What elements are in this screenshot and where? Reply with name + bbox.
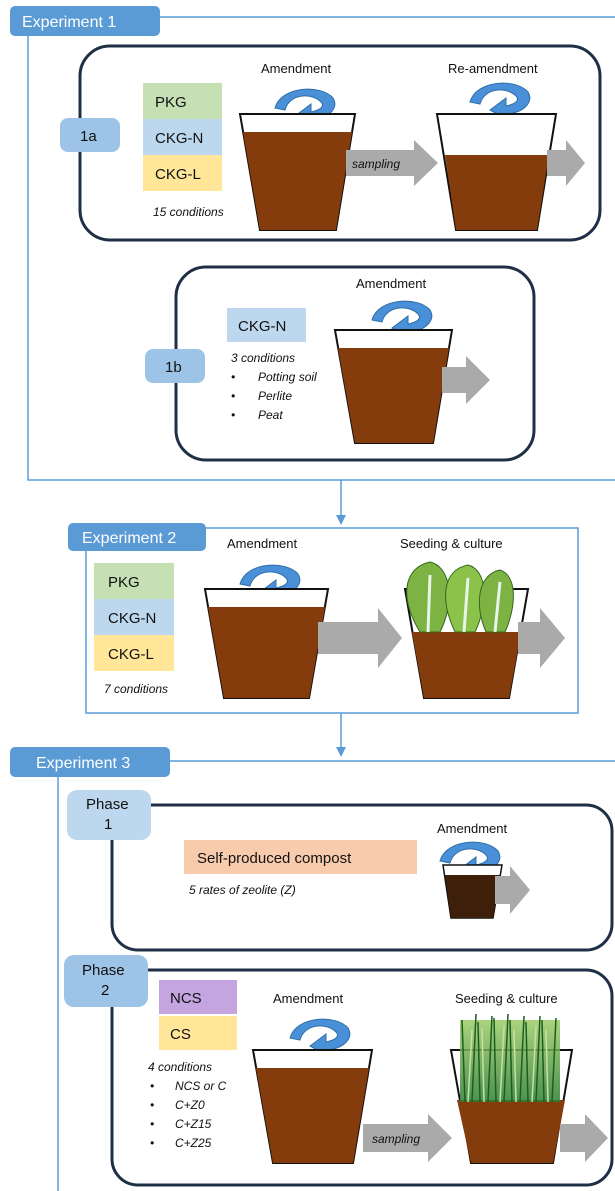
bullet-text-p2-2: C+Z0 <box>175 1098 205 1112</box>
treatment-ckgn-1a-label: CKG-N <box>155 130 203 147</box>
bullet-text-p2-3: C+Z15 <box>175 1117 212 1131</box>
sampling-label-1a: sampling <box>352 157 400 171</box>
tag-1b <box>145 349 205 383</box>
bullet-p2-4: • <box>150 1136 154 1150</box>
reamendment-label-1a: Re-amendment <box>448 61 538 76</box>
treatment-ckgl-2-label: CKG-L <box>108 646 154 663</box>
bullet-text-p2-4: C+Z25 <box>175 1136 212 1150</box>
bullet-1b-2: • <box>231 389 235 403</box>
bullet-text-1b-3: Peat <box>258 408 283 422</box>
experiment-1-title: Experiment 1 <box>22 14 116 31</box>
soil-fill-1a-second <box>445 155 549 230</box>
sampling-arrow-phase2 <box>363 1114 452 1162</box>
output-arrow-phase2 <box>560 1114 608 1162</box>
treatment-ckgl-2 <box>94 635 174 671</box>
treatment-ncs-label: NCS <box>170 990 202 1007</box>
conditions-1b: 3 conditions <box>231 351 295 365</box>
bullet-p2-2: • <box>150 1098 154 1112</box>
bullet-1b-3: • <box>231 408 235 422</box>
sampling-arrow-1a <box>346 140 438 186</box>
experiment-3-title: Experiment 3 <box>36 755 130 772</box>
bullet-text-p2-1: NCS or C <box>175 1079 227 1093</box>
bullet-p2-1: • <box>150 1079 154 1093</box>
treatment-pkg-2 <box>94 563 174 599</box>
seeding-label-2: Seeding & culture <box>400 536 503 551</box>
conditions-2: 7 conditions <box>104 682 168 696</box>
treatment-ckgn-2 <box>94 599 174 635</box>
conditions-1a: 15 conditions <box>153 205 224 219</box>
phase-2-label-line1: Phase <box>82 962 125 979</box>
treatment-ckgn-1b-label: CKG-N <box>238 318 286 335</box>
treatment-ckgl-1a <box>143 155 222 191</box>
bullet-p2-3: • <box>150 1117 154 1131</box>
phase-2-label-line2: 2 <box>101 982 109 999</box>
experiment-3-header <box>10 747 170 777</box>
seeding-label-phase2: Seeding & culture <box>455 991 558 1006</box>
amendment-label-1b: Amendment <box>356 276 426 291</box>
output-arrow-1b <box>442 356 490 404</box>
grass-plants <box>460 1013 560 1103</box>
sampling-label-phase2: sampling <box>372 1132 420 1146</box>
output-arrow-2 <box>518 608 565 668</box>
experiment-1-header <box>10 6 160 36</box>
zeolite-rates: 5 rates of zeolite (Z) <box>189 883 296 897</box>
soil-fill-1b <box>338 348 449 443</box>
output-arrow-1a <box>547 140 585 186</box>
experiment-2-title: Experiment 2 <box>82 530 176 547</box>
conditions-phase2: 4 conditions <box>148 1060 212 1074</box>
amendment-label-phase2: Amendment <box>273 991 343 1006</box>
culture-arrow-2 <box>318 608 402 668</box>
amendment-label-2: Amendment <box>227 536 297 551</box>
panel-phase-1 <box>110 803 614 952</box>
bullet-1b-1: • <box>231 370 235 384</box>
treatment-pkg-1a <box>143 83 222 119</box>
treatment-ckgn-1b <box>227 308 306 342</box>
tag-phase-1 <box>67 790 151 840</box>
treatment-ncs <box>159 980 237 1014</box>
treatment-pkg-1a-label: PKG <box>155 94 187 111</box>
treatment-cs-label: CS <box>170 1026 191 1043</box>
experiment-1-section: Experiment 1 1a PKG CKG-N CKG-L 15 condi… <box>10 6 615 481</box>
output-arrow-phase1 <box>495 866 530 914</box>
tag-1b-label: 1b <box>165 359 182 376</box>
treatment-pkg-2-label: PKG <box>108 574 140 591</box>
treatment-ckgl-1a-label: CKG-L <box>155 166 201 183</box>
soil-fill-2-culture <box>412 632 521 698</box>
amendment-label-1a: Amendment <box>261 61 331 76</box>
treatment-cs <box>159 1016 237 1050</box>
soil-fill-2 <box>208 607 325 698</box>
treatment-ckgn-2-label: CKG-N <box>108 610 156 627</box>
bullet-text-1b-1: Potting soil <box>258 370 317 384</box>
compost-box <box>184 840 417 874</box>
experiment-2-header <box>68 523 206 551</box>
soil-fill-phase2 <box>256 1068 369 1163</box>
experiment-3-section: Experiment 3 Phase 1 Self-produced compo… <box>10 747 615 1191</box>
amendment-label-phase1: Amendment <box>437 821 507 836</box>
treatment-ckgn-1a <box>143 119 222 155</box>
lettuce-plants <box>406 561 514 633</box>
soil-fill-phase1 <box>445 875 500 918</box>
experiment-1-frame-left <box>27 30 615 481</box>
tag-phase-2 <box>64 955 148 1007</box>
phase-1-label-line2: 1 <box>104 816 112 833</box>
compost-label: Self-produced compost <box>197 850 352 867</box>
bullet-text-1b-2: Perlite <box>258 389 292 403</box>
tag-1a <box>60 118 120 152</box>
phase-1-label-line1: Phase <box>86 796 129 813</box>
experiment-2-section: Experiment 2 PKG CKG-N CKG-L 7 condition… <box>68 523 579 714</box>
tag-1a-label: 1a <box>80 128 97 145</box>
soil-fill-1a <box>243 132 352 230</box>
soil-fill-phase2-culture <box>457 1100 565 1163</box>
